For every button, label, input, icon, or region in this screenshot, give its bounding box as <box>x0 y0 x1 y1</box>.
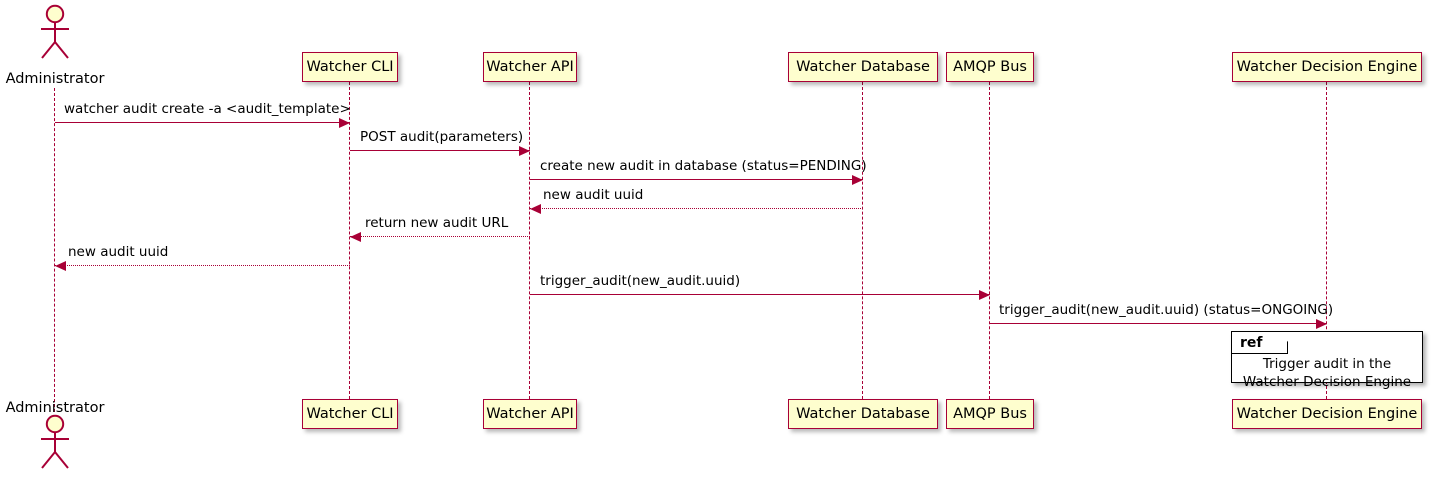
message-label-1: watcher audit create -a <audit_template> <box>64 101 351 117</box>
message-arrowhead-1 <box>339 117 350 128</box>
message-label-4: new audit uuid <box>543 187 644 203</box>
message-label-2: POST audit(parameters) <box>360 129 524 145</box>
lifeline-administrator <box>54 88 56 412</box>
message-arrowhead-5 <box>350 231 361 242</box>
participant-amqp_bus-bottom[interactable]: AMQP Bus <box>946 399 1034 429</box>
ref-fragment-line-2: Watcher Decision Engine <box>1242 373 1412 390</box>
actor-label-bottom: Administrator <box>5 400 105 416</box>
message-arrowhead-3 <box>852 174 863 185</box>
message-line-6 <box>55 265 350 266</box>
message-label-5: return new audit URL <box>365 215 509 231</box>
actor-label-top: Administrator <box>5 71 105 87</box>
actor-figure-top <box>32 4 78 60</box>
message-arrowhead-7 <box>979 289 990 300</box>
message-arrowhead-4 <box>530 203 541 214</box>
participant-watcher_cli-top[interactable]: Watcher CLI <box>302 52 398 82</box>
message-arrowhead-6 <box>55 260 66 271</box>
lifeline-watcher_api <box>529 82 531 399</box>
lifeline-watcher_cli <box>349 82 351 399</box>
lifeline-watcher_db <box>862 82 864 399</box>
lifeline-amqp_bus <box>989 82 991 399</box>
participant-watcher_api-top[interactable]: Watcher API <box>483 52 577 82</box>
participant-decision_engine-bottom[interactable]: Watcher Decision Engine <box>1232 399 1422 429</box>
message-label-8: trigger_audit(new_audit.uuid) (status=ON… <box>999 302 1334 318</box>
message-line-4 <box>530 208 863 209</box>
message-line-7 <box>530 294 990 295</box>
participant-watcher_api-bottom[interactable]: Watcher API <box>483 399 577 429</box>
message-label-7: trigger_audit(new_audit.uuid) <box>540 273 741 289</box>
message-line-1 <box>55 122 350 123</box>
message-line-3 <box>530 179 863 180</box>
message-line-2 <box>350 150 530 151</box>
ref-fragment-tab-label: ref <box>1232 332 1288 354</box>
participant-amqp_bus-top[interactable]: AMQP Bus <box>946 52 1034 82</box>
message-arrowhead-8 <box>1316 318 1327 329</box>
message-arrowhead-2 <box>519 145 530 156</box>
message-line-8 <box>990 323 1327 324</box>
message-label-6: new audit uuid <box>68 244 169 260</box>
participant-watcher_db-top[interactable]: Watcher Database <box>788 52 938 82</box>
actor-figure-bottom <box>32 414 78 470</box>
lifeline-decision_engine <box>1326 82 1328 399</box>
ref-fragment-line-1: Trigger audit in the <box>1262 356 1392 372</box>
message-line-5 <box>350 236 530 237</box>
message-label-3: create new audit in database (status=PEN… <box>540 158 867 174</box>
participant-watcher_db-bottom[interactable]: Watcher Database <box>788 399 938 429</box>
participant-watcher_cli-bottom[interactable]: Watcher CLI <box>302 399 398 429</box>
participant-decision_engine-top[interactable]: Watcher Decision Engine <box>1232 52 1422 82</box>
